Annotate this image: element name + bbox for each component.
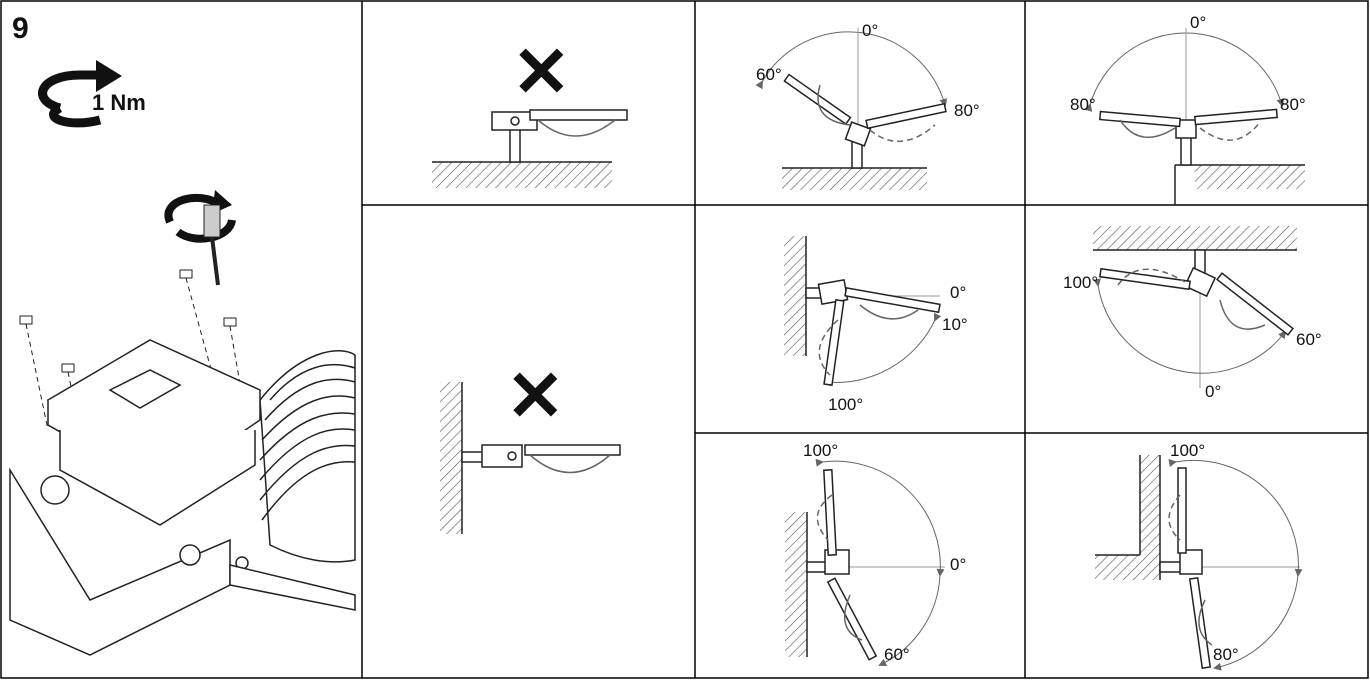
angle-top: 100° bbox=[1170, 441, 1205, 460]
floor-surface bbox=[432, 162, 612, 188]
angle-bottom: 60° bbox=[884, 645, 910, 664]
prohibited-mark: ✕ bbox=[506, 357, 565, 435]
floor-adjust-panel: 0° 60° 80° bbox=[755, 21, 980, 190]
angle-right: 80° bbox=[1280, 95, 1306, 114]
step-number: 9 bbox=[12, 12, 29, 45]
angle-top: 0° bbox=[862, 21, 878, 40]
wall-side-adjust-panel: 0° 10° 100° bbox=[784, 236, 968, 414]
angle-top: 100° bbox=[803, 441, 838, 460]
angle-right: 60° bbox=[1296, 330, 1322, 349]
floor-edge-adjust-panel: 0° 80° 80° bbox=[1070, 13, 1306, 205]
floodlight-wall bbox=[461, 444, 621, 474]
torque-label: 1 Nm bbox=[92, 90, 146, 115]
wall-vertical-adjust-panel: 100° 0° 60° bbox=[785, 441, 966, 667]
angle-bottom: 80° bbox=[1213, 645, 1239, 664]
prohibited-mark: ✕ bbox=[512, 33, 571, 111]
luminaire-body bbox=[9, 339, 356, 656]
angle-bottom: 0° bbox=[1205, 382, 1221, 401]
ceiling-adjust-panel: 100° 60° 0° bbox=[1063, 226, 1322, 401]
screwdriver-icon bbox=[164, 190, 236, 286]
angle-a: 0° bbox=[950, 283, 966, 302]
angle-left: 60° bbox=[756, 65, 782, 84]
wall-corner-adjust-panel: 100° 80° bbox=[1095, 441, 1303, 671]
step-panel: 9 1 Nm bbox=[9, 12, 356, 656]
angle-left: 80° bbox=[1070, 95, 1096, 114]
angle-right: 80° bbox=[954, 101, 980, 120]
angle-top: 0° bbox=[1190, 13, 1206, 32]
torque-rotation-icon bbox=[38, 60, 122, 128]
floodlight-floor bbox=[491, 109, 628, 163]
angle-left: 100° bbox=[1063, 273, 1098, 292]
angle-b: 10° bbox=[942, 315, 968, 334]
wall-prohibited-panel: ✕ bbox=[440, 357, 621, 534]
floor-prohibited-panel: ✕ bbox=[432, 33, 628, 188]
angle-c: 100° bbox=[828, 395, 863, 414]
angle-right: 0° bbox=[950, 555, 966, 574]
